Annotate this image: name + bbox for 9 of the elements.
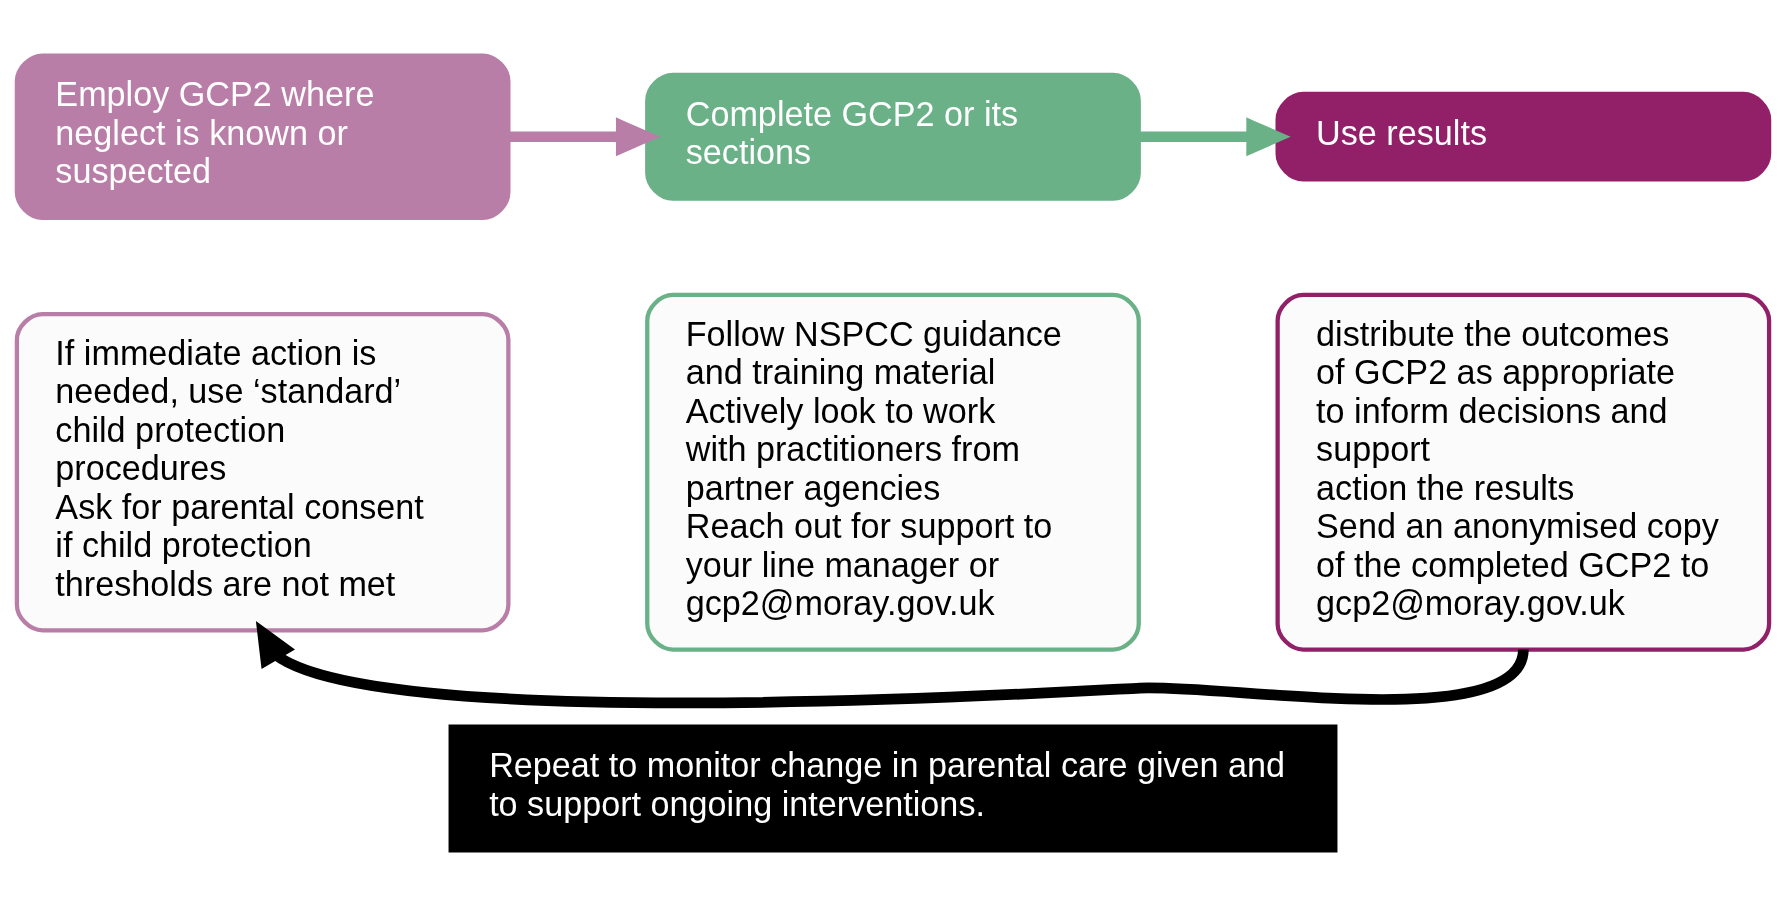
node-box: Complete GCP2 or its sections	[645, 72, 1141, 201]
arrow	[508, 117, 661, 157]
node-box: Repeat to monitor change in parental care given and to support ongoing interventions.	[448, 724, 1338, 853]
arrow	[1139, 117, 1291, 157]
node-box: distribute the outcomes of GCP2 as appropriate to inform decisions and support action the results Send an anonymised copy of the completed GCP2 to gcp2@moray.gov.uk	[1275, 292, 1772, 652]
node-box: Use results	[1275, 91, 1772, 182]
node-box: Employ GCP2 where neglect is known or suspected	[14, 53, 511, 221]
node-box: If immediate action is needed, use ‘standard’ child protection procedures Ask for parental consent if child protection thresholds are not met	[14, 311, 511, 633]
node-box: Follow NSPCC guidance and training material Actively look to work with practitioners from partner agencies Reach out for support to your line manager or gcp2@moray.gov.uk	[645, 292, 1141, 652]
